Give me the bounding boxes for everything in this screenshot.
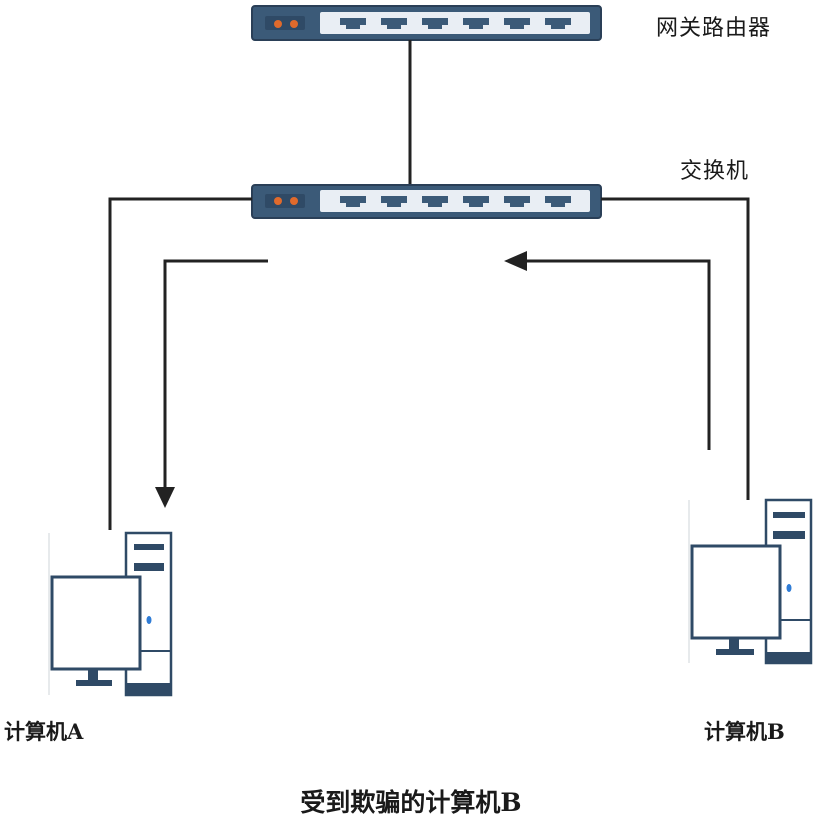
- switch-port-icon: [422, 196, 448, 207]
- router-port-icon: [340, 18, 366, 29]
- router-port-icon: [463, 18, 489, 29]
- switch-port-icon: [381, 196, 407, 207]
- router-port-icon: [422, 18, 448, 29]
- router-port-icon: [504, 18, 530, 29]
- switch-led-icon: [274, 197, 282, 205]
- switch-label: 交换机: [680, 159, 750, 184]
- switch-device: [251, 184, 602, 219]
- computer-a-label: 计算机A: [4, 719, 84, 744]
- arrow-from-computer-b: [520, 259, 711, 450]
- router-label: 网关路由器: [656, 16, 772, 41]
- router-led-icon: [290, 20, 298, 28]
- switch-to-computer-a-cable: [108, 197, 252, 530]
- switch-led-icon: [290, 197, 298, 205]
- router-led-icon: [274, 20, 282, 28]
- switch-to-computer-b-cable: [601, 197, 750, 500]
- computer-b-icon: [688, 498, 813, 665]
- router-device: [251, 5, 602, 41]
- computer-a-icon: [48, 531, 173, 697]
- switch-port-icon: [463, 196, 489, 207]
- arrowhead-left-icon: [504, 251, 527, 271]
- arrow-to-computer-a: [163, 259, 268, 505]
- computer-b-label: 计算机B: [704, 719, 785, 744]
- switch-port-icon: [545, 196, 571, 207]
- switch-port-icon: [504, 196, 530, 207]
- arrowhead-down-icon: [155, 487, 175, 508]
- switch-port-icon: [340, 196, 366, 207]
- router-port-icon: [545, 18, 571, 29]
- diagram-caption: 受到欺骗的计算机B: [300, 788, 522, 817]
- router-port-icon: [381, 18, 407, 29]
